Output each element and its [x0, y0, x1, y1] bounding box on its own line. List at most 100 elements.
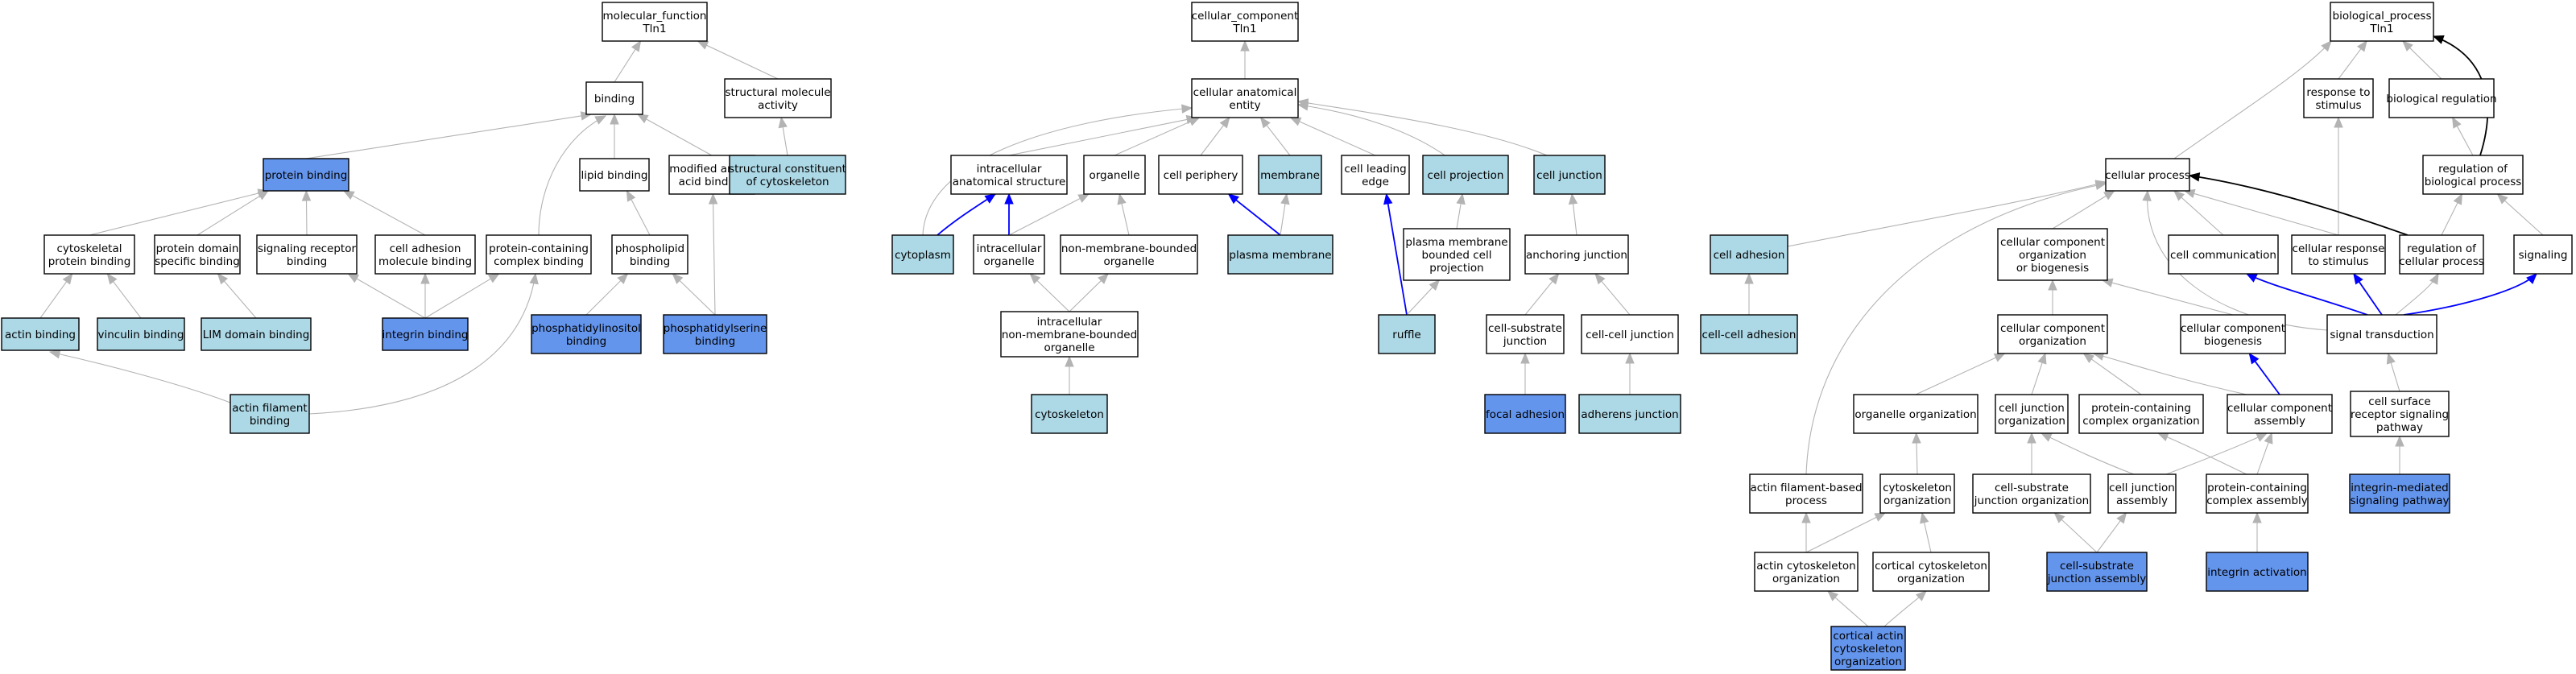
edge-line: [2180, 196, 2224, 236]
go-term-integrin-binding[interactable]: integrin binding: [382, 317, 469, 351]
term-label: non-membrane-bounded: [1061, 242, 1197, 255]
go-term-cell-projection[interactable]: cell projection: [1422, 155, 1509, 195]
go-term-cytoplasm[interactable]: cytoplasm: [891, 234, 954, 275]
term-label: organization: [1834, 655, 1902, 668]
go-term-cytoskeleton[interactable]: cytoskeleton: [1031, 394, 1108, 434]
edge-arrowhead: [2353, 272, 2363, 285]
edge-arrowhead: [2432, 35, 2445, 44]
go-term-membrane[interactable]: membrane: [1258, 155, 1322, 195]
term-box: [229, 394, 310, 434]
edge-line: [2096, 519, 2122, 553]
go-term-protein-binding[interactable]: protein binding: [263, 158, 349, 192]
edge-is-a: [1259, 116, 1291, 156]
go-term-cell-cell-junction[interactable]: cell-cell junction: [1581, 314, 1679, 354]
term-box: [973, 234, 1045, 275]
go-term-ruffle[interactable]: ruffle: [1378, 314, 1436, 354]
go-term-binding[interactable]: binding: [585, 81, 643, 115]
go-term-integrin-activation[interactable]: integrin activation: [2206, 552, 2309, 592]
term-box: [1258, 155, 1322, 195]
term-label: signaling pathway: [2350, 494, 2449, 507]
go-term-lim-domain-binding[interactable]: LIM domain binding: [201, 317, 312, 351]
edge-line: [196, 195, 261, 236]
go-term-cell-adhesion[interactable]: cell adhesion: [1710, 234, 1788, 275]
term-box: [531, 314, 642, 354]
term-label: structural constituent: [729, 163, 846, 176]
edge-line: [1008, 118, 1189, 156]
edge-is-a: [778, 116, 788, 156]
go-term-focal-adhesion[interactable]: focal adhesion: [1484, 394, 1566, 434]
go-term-cell-periphery[interactable]: cell periphery: [1158, 155, 1243, 195]
term-box: [2303, 78, 2374, 118]
go-term-anchoring-junction[interactable]: anchoring junction: [1524, 234, 1629, 275]
go-term-adherens-junction[interactable]: adherens junction: [1578, 394, 1681, 434]
go-term-cell-junction[interactable]: cell junction: [1533, 155, 1606, 195]
go-term-cellular-process[interactable]: cellular process: [2105, 158, 2190, 192]
edge-arrowhead: [1456, 192, 1466, 205]
edge-arrowhead: [420, 272, 430, 284]
go-term-cell-communication[interactable]: cell communication: [2168, 234, 2279, 275]
go-term-lipid-binding[interactable]: lipid binding: [579, 158, 650, 192]
go-term-plasma-membrane[interactable]: plasma membrane: [1227, 234, 1333, 275]
go-term-cell-cell-adhesion[interactable]: cell-cell adhesion: [1700, 314, 1798, 354]
edge-is-a: [2092, 351, 2247, 395]
edge-is-a: [1069, 273, 1110, 312]
edge-arrowhead: [1098, 273, 1110, 284]
go-term-organelle[interactable]: organelle: [1083, 155, 1146, 195]
term-label: binding: [695, 335, 735, 348]
term-box: [1341, 155, 1410, 195]
go-term-actin-binding[interactable]: actin binding: [1, 317, 80, 351]
term-box: [2046, 552, 2148, 592]
go-term-intracell-nonmem-organelle[interactable]: intracellularnon-membrane-boundedorganel…: [1000, 311, 1139, 358]
term-label: regulation of: [2438, 163, 2508, 176]
go-term-vinculin-binding[interactable]: vinculin binding: [97, 317, 185, 351]
go-term-signaling[interactable]: signaling: [2513, 234, 2573, 275]
go-term-organelle-org[interactable]: organelle organization: [1853, 394, 1979, 434]
go-term-signal-transduction[interactable]: signal transduction: [2326, 314, 2437, 354]
go-term-biological-regulation[interactable]: biological regulation: [2386, 78, 2497, 118]
term-box: [374, 234, 476, 275]
edge-arrowhead: [2453, 192, 2462, 205]
